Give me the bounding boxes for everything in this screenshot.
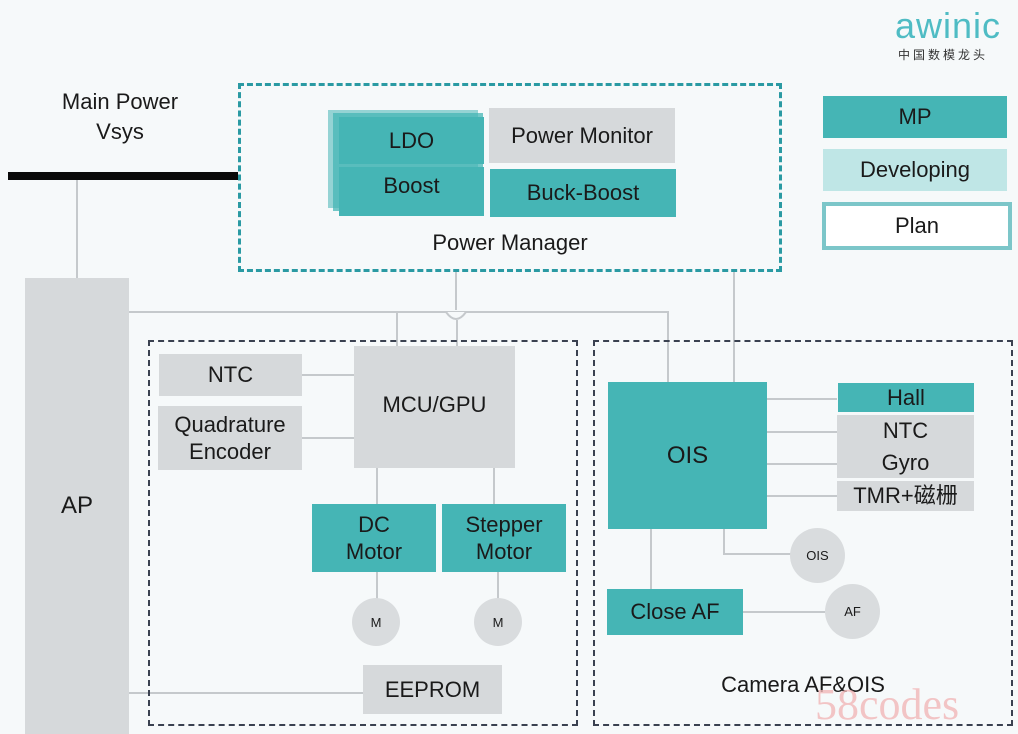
- ntc-to-mcu-line: [302, 374, 354, 376]
- dc-motor-line1: DC: [358, 511, 390, 537]
- main-power-line1: Main Power: [61, 89, 179, 114]
- close-af-block: Close AF: [607, 589, 743, 635]
- closeaf-to-af-line: [743, 611, 825, 613]
- mcu-to-dc-line: [376, 468, 378, 504]
- ap-block: AP: [25, 278, 129, 734]
- ldo-block: LDO: [339, 117, 484, 164]
- legend-developing: Developing: [823, 149, 1007, 191]
- ap-bus-line: [128, 311, 668, 313]
- power-manager-title: Power Manager: [432, 230, 588, 255]
- quadrature-encoder-block: Quadrature Encoder: [158, 406, 302, 470]
- camera-af-ois-group: [593, 340, 1013, 726]
- power-manager-group: [238, 83, 782, 272]
- dc-motor-symbol: M: [352, 598, 400, 646]
- motor-control-group: [148, 340, 578, 726]
- eeprom-block: EEPROM: [363, 665, 502, 714]
- mcu-gpu-block: MCU/GPU: [354, 346, 515, 468]
- legend-mp: MP: [823, 96, 1007, 138]
- encoder-to-mcu-line: [302, 437, 354, 439]
- af-actuator-symbol: AF: [825, 584, 880, 639]
- main-power-label: Main Power Vsys: [30, 87, 210, 147]
- vsys-to-ap-line: [76, 180, 78, 280]
- ntc-block: NTC: [159, 354, 302, 396]
- watermark: 58codes: [815, 680, 960, 729]
- stepper-motor-line1: Stepper: [465, 511, 543, 537]
- encoder-line2: Encoder: [189, 439, 271, 464]
- ois-tmr-line: [767, 495, 837, 497]
- ois-gyro-line: [767, 463, 837, 465]
- ois-controller-block: OIS: [608, 382, 767, 529]
- pm-to-ois-line: [733, 270, 735, 383]
- ois-hall-line: [767, 398, 837, 400]
- camera-group-title: Camera AF&OIS: [721, 672, 885, 697]
- dc-motor-line2: Motor: [345, 539, 403, 564]
- stepper-motor-line2: Motor: [475, 539, 533, 564]
- logo-tagline: 中国数模龙头: [898, 48, 989, 62]
- vsys-rail: [8, 172, 238, 180]
- ntc-sensor-block: NTC: [837, 415, 974, 447]
- power-monitor-block: Power Monitor: [489, 108, 675, 163]
- stepper-to-m-line: [497, 572, 499, 608]
- awinic-logo: awinic: [895, 5, 1002, 46]
- legend-plan: Plan: [822, 202, 1012, 250]
- pm-to-mcu-line: [456, 320, 458, 348]
- ap-to-eeprom-line: [128, 692, 364, 694]
- hall-sensor-block: Hall: [838, 383, 974, 412]
- gyro-sensor-block: Gyro: [837, 447, 974, 478]
- mcu-to-stepper-line: [493, 468, 495, 504]
- ois-to-actuator-line: [723, 553, 791, 555]
- encoder-line1: Quadrature: [174, 411, 286, 437]
- pm-to-bus-line: [455, 270, 457, 310]
- ois-ntc-line: [767, 431, 837, 433]
- bus-to-ois-line: [667, 311, 669, 383]
- buck-boost-block: Buck-Boost: [490, 169, 676, 217]
- tmr-sensor-block: TMR+磁栅: [837, 481, 974, 511]
- dc-to-m-line: [376, 572, 378, 608]
- boost-block: Boost: [339, 167, 484, 216]
- ois-to-closeaf-line: [650, 528, 652, 590]
- stepper-motor-block: Stepper Motor: [442, 504, 566, 572]
- ois-down-line: [723, 528, 725, 554]
- stepper-motor-symbol: M: [474, 598, 522, 646]
- ois-actuator-symbol: OIS: [790, 528, 845, 583]
- main-power-line2: Vsys: [96, 119, 144, 144]
- bus-to-mcu-line: [396, 311, 398, 347]
- dc-motor-block: DC Motor: [312, 504, 436, 572]
